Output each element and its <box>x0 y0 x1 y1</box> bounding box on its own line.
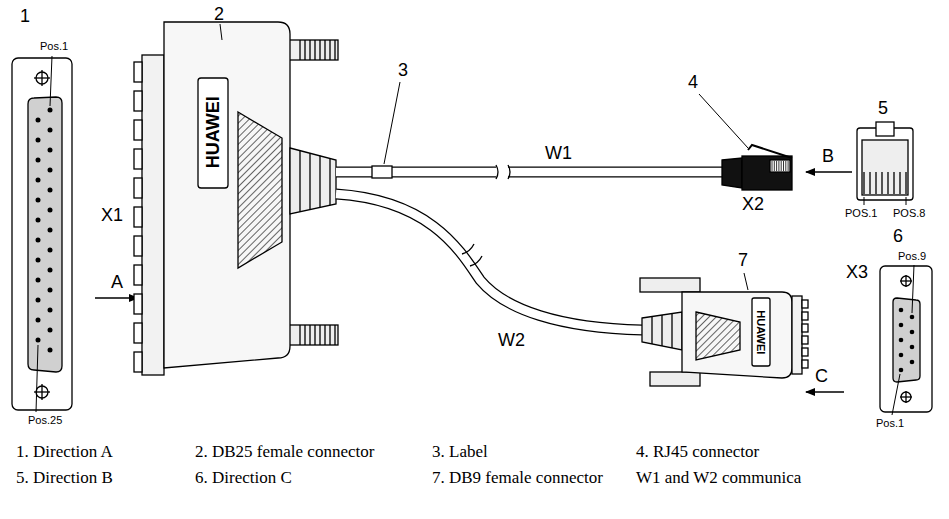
pin-label: Pos.9 <box>898 250 926 263</box>
db9-connector <box>640 273 808 386</box>
connector-id: X2 <box>742 194 764 215</box>
callout-number: 1 <box>20 6 30 27</box>
callout-number: 2 <box>214 4 224 25</box>
rj45-face-view <box>857 122 913 205</box>
cable-w2 <box>336 194 642 330</box>
pin-label: Pos.1 <box>40 40 68 53</box>
direction-arrow <box>95 297 138 298</box>
callout-number: 4 <box>688 72 698 93</box>
connector-id: X1 <box>101 205 123 226</box>
cable-id: W2 <box>498 330 525 351</box>
brand-logo: HUAWEI <box>203 96 224 168</box>
pin-label: POS.8 <box>893 207 925 220</box>
key-entry: 1. Direction A <box>16 442 113 462</box>
key-entry: 6. Direction C <box>195 468 292 488</box>
key-entry: 3. Label <box>432 442 488 462</box>
rj45-connector <box>699 94 792 190</box>
callout-number: 6 <box>893 226 903 247</box>
cable-id: W1 <box>545 143 572 164</box>
key-entry: 4. RJ45 connector <box>636 442 759 462</box>
brand-logo: HUAWEI <box>755 310 768 354</box>
key-entry: W1 and W2 communica <box>636 468 801 488</box>
connector-id: X3 <box>846 262 868 283</box>
callout-number: 7 <box>738 250 748 271</box>
key-entry: 5. Direction B <box>16 468 113 488</box>
callout-number: 3 <box>398 60 408 81</box>
db25-connector <box>134 22 338 375</box>
callout-number: 5 <box>878 98 888 119</box>
direction-arrow <box>806 171 852 172</box>
direction-letter: A <box>111 272 123 293</box>
cable-w1 <box>336 82 722 180</box>
pin-label: POS.1 <box>845 207 877 220</box>
direction-letter: C <box>815 366 828 387</box>
key-entry: 2. DB25 female connector <box>195 442 374 462</box>
direction-arrow <box>806 391 844 392</box>
db25-face-view <box>12 56 72 412</box>
pin-label: Pos.25 <box>28 414 62 427</box>
key-entry: 7. DB9 female connector <box>432 468 603 488</box>
direction-letter: B <box>822 146 834 167</box>
pin-label: Pos.1 <box>876 417 904 430</box>
db9-face-view <box>880 265 932 415</box>
